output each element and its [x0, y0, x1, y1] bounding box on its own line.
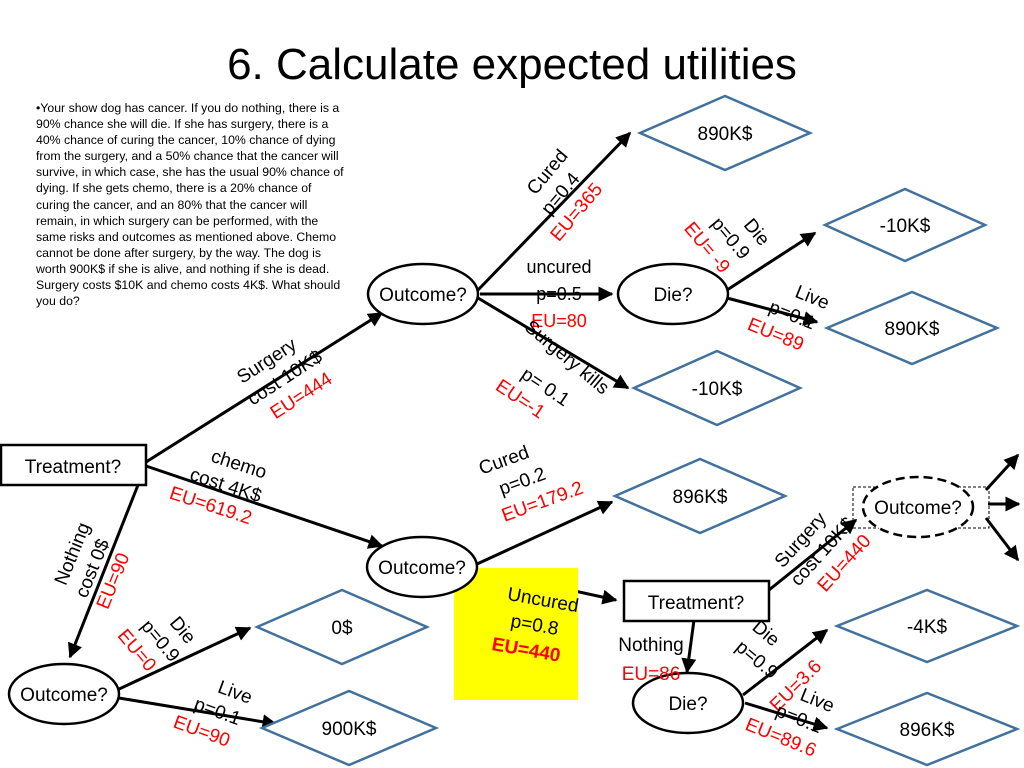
leaf-surgery-cured: 890K$	[636, 94, 814, 172]
decision-node-label: Treatment?	[25, 457, 121, 478]
edge-chemo	[145, 464, 384, 549]
branch-label-nothing-live: Live p=0.1 EU=90	[170, 677, 254, 752]
edge-surgery-kills	[477, 296, 630, 390]
branch-eu: EU=86	[622, 664, 681, 685]
edge-nothing-live	[118, 696, 278, 730]
chance-node-label: Die?	[653, 285, 692, 306]
leaf-value: 890K$	[698, 124, 753, 145]
chance-node-chemo-nothing-die: Die?	[631, 671, 745, 735]
chance-node-surgery-outcome: Outcome?	[366, 262, 480, 326]
slide-title: 6. Calculate expected utilities	[227, 40, 797, 89]
edge-stub-down	[984, 517, 1020, 562]
branch-label-chemo-nothing: Nothing EU=86	[618, 635, 684, 685]
tree-edges	[67, 131, 1021, 732]
edge-chemo-nothing-live	[744, 701, 829, 732]
branch-label-chemo-cured: Cured p=0.2 EU=179.2	[476, 442, 586, 526]
leaf-value: 890K$	[885, 319, 940, 340]
branch-name: uncured	[526, 257, 591, 277]
decision-node-root: Treatment?	[0, 443, 148, 487]
branch-prob: p=0.5	[536, 284, 582, 304]
edge-chemo-nothing-die	[742, 628, 829, 697]
edge-surgery	[145, 311, 384, 464]
chance-node-chemo-outcome: Outcome?	[365, 535, 479, 599]
chance-node-chemo-surgery-outcome: Outcome?	[852, 475, 990, 539]
edge-surgery-cured	[476, 131, 632, 292]
edge-chemo-surgery	[768, 518, 858, 592]
leaf-nothing-live: 900K$	[258, 689, 440, 767]
chance-node-label: Outcome?	[379, 285, 467, 306]
branch-label-chemo: chemo cost 4K$ EU=619.2	[167, 446, 269, 529]
branch-label-chemo-nothing-die: Die p=0.9	[731, 617, 783, 684]
decision-node-label: Treatment?	[648, 593, 744, 614]
leaf-value: -4K$	[907, 617, 948, 638]
branch-label-surgery-uncured: uncured p=0.5 EU=80	[526, 257, 591, 331]
chance-node-surgery-uncured-die: Die?	[616, 262, 730, 326]
edge-surgery-uncured-live	[726, 296, 819, 326]
leaf-value: 896K$	[900, 720, 955, 741]
chance-node-nothing-outcome: Outcome?	[7, 662, 121, 726]
chance-node-label: Outcome?	[874, 498, 962, 519]
problem-statement: •Your show dog has cancer. If you do not…	[36, 101, 344, 309]
leaf-value: 900K$	[322, 719, 377, 740]
leaf-chemo-nothing-die: -4K$	[833, 588, 1021, 664]
edge-nothing-die	[116, 626, 252, 692]
chance-node-label: Die?	[668, 694, 707, 715]
branch-label-chemo-surgery: Surgery cost 10K$ EU=440	[771, 508, 876, 596]
leaf-surgery-uncured-die: -10K$	[821, 187, 989, 263]
leaf-value: 0$	[331, 618, 353, 639]
leaf-chemo-cured: 896K$	[611, 457, 789, 535]
chance-node-label: Outcome?	[20, 685, 108, 706]
edge-chemo-nothing	[681, 619, 697, 674]
chance-node-label: Outcome?	[378, 558, 466, 579]
edge-stub-up	[984, 453, 1020, 492]
leaf-chemo-nothing-live: 896K$	[833, 691, 1021, 767]
branch-prob-surgery-kills: p= 0.1 EU=-1	[492, 364, 573, 424]
leaf-nothing-die: 0$	[253, 588, 431, 666]
leaf-value: -10K$	[880, 216, 931, 237]
decision-node-chemo-uncured: Treatment?	[622, 579, 771, 623]
branch-eu: EU=80	[531, 311, 587, 331]
branch-label-nothing-die: Die p=0.9 EU=0	[113, 613, 199, 676]
branch-label-surgery: Surgery cost 10K$ EU=444	[233, 334, 336, 424]
leaf-value: 896K$	[673, 487, 728, 508]
edge-nothing	[67, 484, 140, 659]
branch-name: Nothing	[618, 635, 684, 656]
edge-surgery-uncured-die	[726, 231, 817, 292]
leaf-value: -10K$	[692, 379, 743, 400]
leaf-surgery-uncured-live: 890K$	[823, 290, 1001, 366]
edge-chemo-cured	[476, 500, 614, 566]
leaf-surgery-kills: -10K$	[630, 349, 804, 427]
uncured-highlight-box	[454, 568, 578, 700]
branch-label-surgery-cured: Cured p=0.4 EU=365	[523, 146, 607, 246]
branch-label-surgery-uncured-live: Live p=0.1 EU=89	[744, 282, 832, 356]
